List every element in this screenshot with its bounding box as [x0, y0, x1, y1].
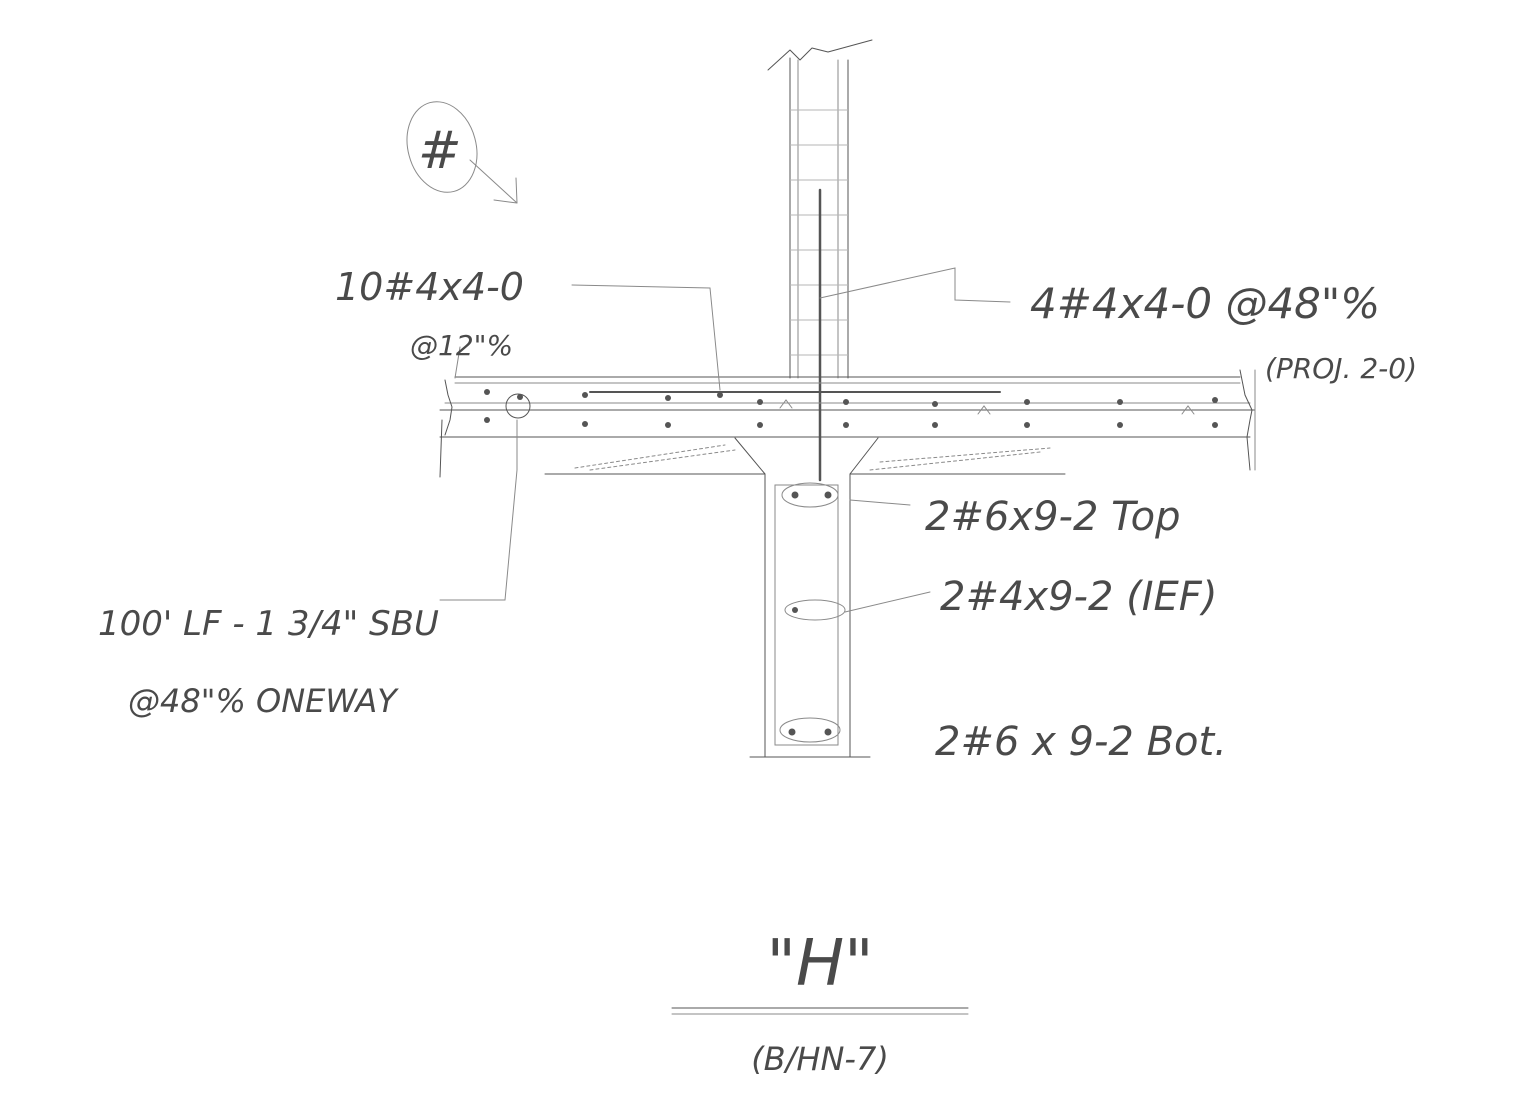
waterstop-spacing: @48"% ONEWAY: [128, 682, 399, 720]
waterstop-label: 100' LF - 1 3/4" SBU: [98, 604, 439, 644]
footing-bot-bars-label: 2#6 x 9-2 Bot.: [935, 719, 1227, 765]
north-mark-label: #: [418, 121, 462, 181]
detail-title-block: "H" (B/HN-7): [671, 927, 969, 1078]
slab: [439, 369, 1256, 478]
wall-dowels-projection: (PROJ. 2-0): [1265, 352, 1417, 385]
detail-title: "H": [767, 927, 874, 1001]
waterstop-circle: [505, 393, 531, 419]
slab-rebar-dots: [484, 389, 1218, 428]
haunch-hatch: [544, 437, 1066, 475]
footing-top-bars-label: 2#6x9-2 Top: [925, 494, 1181, 540]
wall-dowels-label: 4#4x4-0 @48"%: [1030, 279, 1380, 328]
footing-mid-bars-label: 2#4x9-2 (IEF): [940, 574, 1217, 620]
detail-reference: (B/HN-7): [751, 1040, 889, 1078]
north-mark: #: [406, 101, 518, 204]
wall-upper: [767, 39, 873, 482]
footing: [749, 473, 871, 758]
leader-lines: [439, 267, 1256, 613]
slab-top-bars-label: 10#4x4-0: [335, 265, 524, 309]
slab-top-bars-spacing: @12"%: [410, 329, 513, 362]
